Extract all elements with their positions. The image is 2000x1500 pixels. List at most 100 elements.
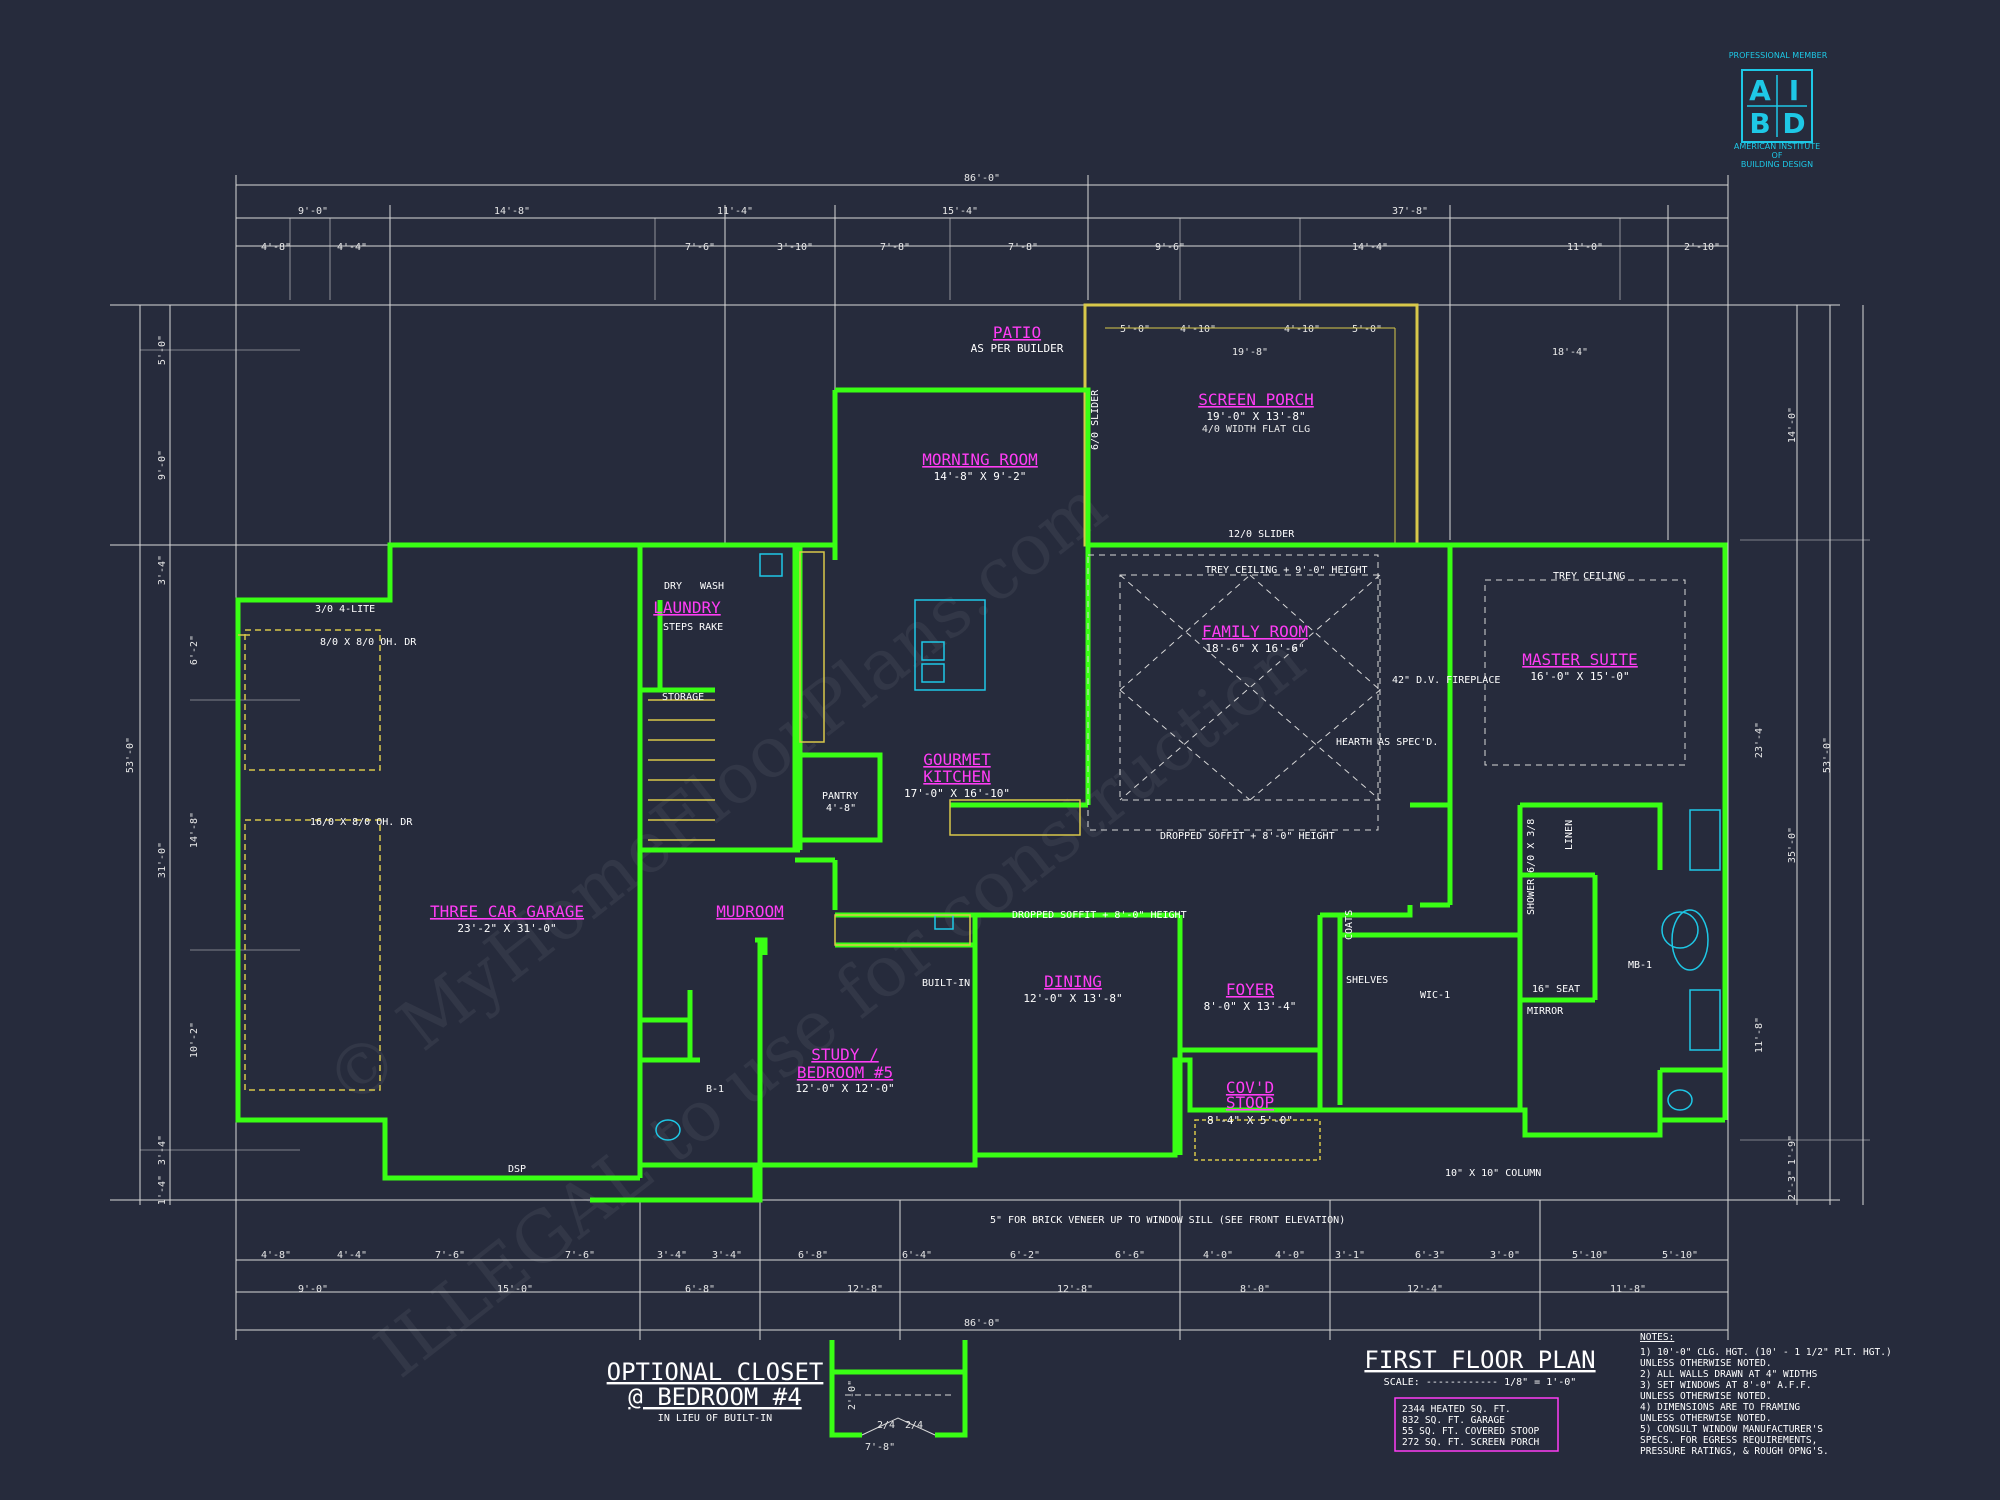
dim-bot-2: 4'-4" [337,1250,367,1261]
note-6: 4) DIMENSIONS ARE TO FRAMING [1640,1402,1800,1413]
dim-porch-2: 4'-10" [1180,324,1216,335]
room-foyer: FOYER [1226,980,1275,999]
note-3: 2) ALL WALLS DRAWN AT 4" WIDTHS [1640,1369,1818,1380]
dim-top2-3: 7'-6" [685,242,715,253]
logo-top-text: PROFESSIONAL MEMBER [1729,51,1828,60]
logo-box [1741,69,1813,143]
room-family: FAMILY ROOM [1202,622,1308,641]
label-pantry: PANTRY [822,791,858,802]
room-stoop-size: 8'-4" X 5'-0" [1207,1114,1293,1127]
dim-bot-11: 4'-0" [1203,1250,1233,1261]
dim-bot-6: 3'-4" [712,1250,742,1261]
dim-porch-overall: 19'-8" [1232,347,1268,358]
dim-bot-5: 3'-4" [657,1250,687,1261]
note-1: 1) 10'-0" CLG. HGT. (10' - 1 1/2" PLT. H… [1640,1347,1892,1358]
room-study-size: 12'-0" X 12'-0" [795,1082,894,1095]
room-morning: MORNING ROOM [922,450,1038,469]
dim-bot-3: 7'-6" [435,1250,465,1261]
label-soffit-1: DROPPED SOFFIT + 8'-0" HEIGHT [1160,831,1335,842]
dim-bot-7: 6'-8" [798,1250,828,1261]
dim-top-3: 11'-4" [717,206,753,217]
room-morning-size: 14'-8" X 9'-2" [934,470,1027,483]
label-trey-master: TREY CEILING [1553,571,1625,582]
dim-top-4: 15'-4" [942,206,978,217]
label-slider-1: 12/0 SLIDER [1228,529,1295,540]
dim-top2-7: 9'-6" [1155,242,1185,253]
label-trey-family: TREY CEILING + 9'-0" HEIGHT [1205,565,1368,576]
note-8: 5) CONSULT WINDOW MANUFACTURER'S [1640,1424,1823,1435]
dim-bot2-3: 6'-8" [685,1284,715,1295]
dim-bot2-6: 8'-0" [1240,1284,1270,1295]
notes-block: NOTES: 1) 10'-0" CLG. HGT. (10' - 1 1/2"… [1640,1332,1892,1457]
dim-right-5: 1'-9" [1787,1135,1798,1165]
label-garage-door-bottom: 16/0 X 8/0 OH. DR [310,817,413,828]
counters-and-stairs [238,551,1321,1161]
label-storage: STORAGE [662,692,704,703]
label-steps: STEPS RAKE [663,622,723,633]
dim-left-5: 14'-8" [189,812,200,848]
label-fireplace: 42" D.V. FIREPLACE [1392,675,1500,686]
plan-title: FIRST FLOOR PLAN [1364,1346,1595,1374]
label-dsp: DSP [508,1164,526,1175]
label-hearth: HEARTH AS SPEC'D. [1336,737,1438,748]
note-10: PRESSURE RATINGS, & ROUGH OPNG'S. [1640,1446,1829,1457]
room-stoop-2: STOOP [1226,1093,1274,1112]
dim-bot-17: 5'-10" [1662,1250,1698,1261]
dim-top-1: 9'-0" [298,206,328,217]
room-garage-size: 23'-2" X 31'-0" [457,922,556,935]
dim-left-1: 5'-0" [157,335,168,365]
plan-title-block: FIRST FLOOR PLAN SCALE: ------------ 1/8… [1364,1346,1596,1452]
walls [235,387,1728,1203]
room-family-size: 18'-6" X 16'-6" [1205,642,1304,655]
dim-right-6: 2'-3" [1787,1170,1798,1200]
dim-right-3: 35'-0" [1787,827,1798,863]
label-b1: B-1 [706,1084,724,1095]
label-slider-2: 6/0 SLIDER [1090,389,1101,450]
dim-bot-14: 6'-3" [1415,1250,1445,1261]
dim-bot-12: 4'-0" [1275,1250,1305,1261]
room-garage: THREE CAR GARAGE [430,902,584,921]
dim-left-6: 10'-2" [189,1022,200,1058]
dim-right-1: 14'-0" [1787,407,1798,443]
note-2: UNLESS OTHERWISE NOTED. [1640,1358,1772,1369]
room-labels: PATIO AS PER BUILDER SCREEN PORCH 19'-0"… [430,323,1638,1127]
logo-bottom-3: BUILDING DESIGN [1741,160,1813,169]
label-seat: 16" SEAT [1532,984,1580,995]
dimension-labels-sides: 53'-0" 5'-0" 9'-0" 3'-4" 6'-2" 14'-8" 10… [125,335,1833,1205]
room-dining: DINING [1044,972,1102,991]
dim-porch-4: 5'-0" [1352,324,1382,335]
room-laundry: LAUNDRY [653,598,721,617]
dim-bot-9: 6'-2" [1010,1250,1040,1261]
dim-top2-2: 4'-4" [337,242,367,253]
label-wash: WASH [700,581,724,592]
room-screen-porch: SCREEN PORCH [1198,390,1314,409]
room-kitchen-2: KITCHEN [923,767,990,786]
logo-bottom-2: OF [1772,151,1783,160]
label-mb: MB-1 [1628,960,1652,971]
optional-closet-detail: OPTIONAL CLOSET @ BEDROOM #4 IN LIEU OF … [607,1340,968,1453]
dim-top2-4: 3'-10" [777,242,813,253]
plan-scale: SCALE: ------------ 1/8" = 1'-0" [1384,1377,1577,1388]
dim-top-2: 14'-8" [494,206,530,217]
fixtures [655,553,1721,1141]
aibd-logo: PROFESSIONAL MEMBER A I B D AMERICAN INS… [1729,51,1828,169]
dim-master-overall: 18'-4" [1552,347,1588,358]
dim-top2-1: 4'-8" [261,242,291,253]
area-porch: 272 SQ. FT. SCREEN PORCH [1402,1437,1540,1448]
area-heated: 2344 HEATED SQ. FT. [1402,1404,1511,1415]
area-box [1394,1397,1559,1452]
dim-overall-bottom: 86'-0" [964,1318,1000,1329]
dim-overall-left: 53'-0" [125,737,136,773]
room-dining-size: 12'-0" X 13'-8" [1023,992,1122,1005]
room-stoop-full: COV'D STOOP [1214,1098,1287,1111]
dim-bot-15: 3'-0" [1490,1250,1520,1261]
logo-letter-i: I [1789,74,1799,107]
dim-top2-6: 7'-8" [1008,242,1038,253]
room-kitchen: GOURMET [923,750,991,769]
optional-closet-title-1: OPTIONAL CLOSET [607,1358,824,1386]
note-5: UNLESS OTHERWISE NOTED. [1640,1391,1772,1402]
room-study: STUDY / [811,1045,878,1064]
label-coats: COATS [1344,910,1355,940]
dim-bot-8: 6'-4" [902,1250,932,1261]
dim-left-8: 1'-4" [157,1175,168,1205]
